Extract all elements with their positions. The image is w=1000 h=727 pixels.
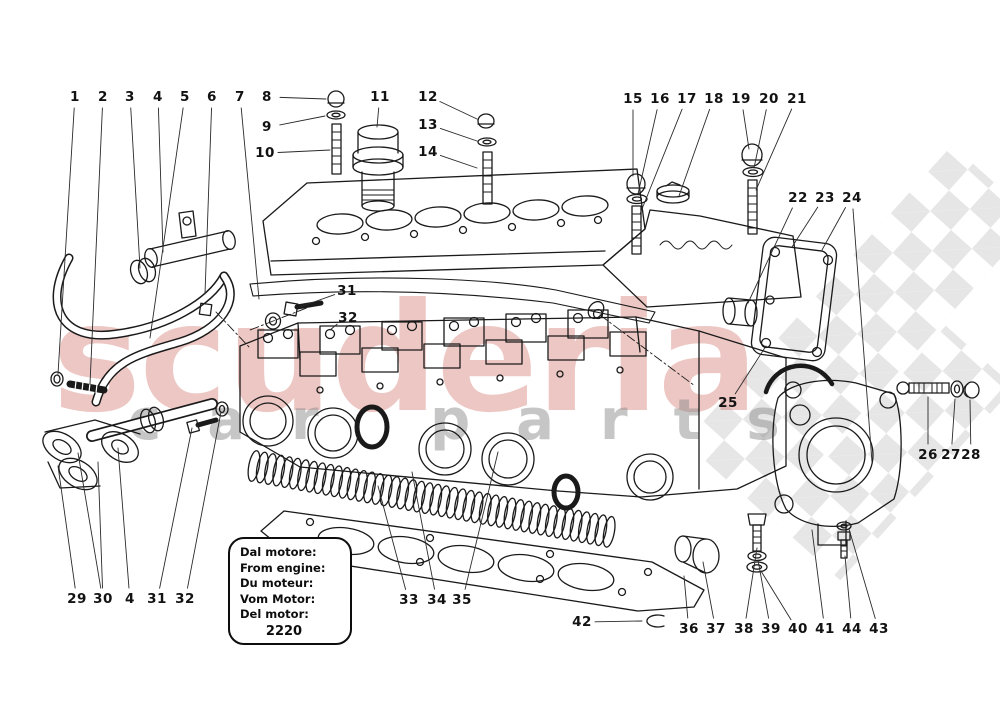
callout-32: 32 <box>338 310 358 326</box>
callout-27: 27 <box>941 447 961 463</box>
callout-17: 17 <box>677 91 697 107</box>
callout-41: 41 <box>815 621 835 637</box>
callout-24: 24 <box>842 190 862 206</box>
callout-20: 20 <box>759 91 779 107</box>
oil-filler-neck <box>353 125 403 211</box>
callout-36: 36 <box>679 621 699 637</box>
callout-40: 40 <box>788 621 808 637</box>
callout-22: 22 <box>788 190 808 206</box>
callout-23: 23 <box>815 190 835 206</box>
callout-16: 16 <box>650 91 670 107</box>
studs-nuts-washers <box>327 91 763 254</box>
engine-number-note: Dal motore: From engine: Du moteur: Vom … <box>228 537 352 645</box>
callout-4: 4 <box>125 591 135 607</box>
callout-29: 29 <box>67 591 87 607</box>
callout-35: 35 <box>452 592 472 608</box>
note-line: From engine: <box>240 560 326 575</box>
note-line: Dal motore: <box>240 545 317 559</box>
note-line: Du moteur: <box>240 576 314 590</box>
callout-33: 33 <box>399 592 419 608</box>
callout-15: 15 <box>623 91 643 107</box>
callout-32: 32 <box>175 591 195 607</box>
head-spring <box>246 450 617 548</box>
watermark-subtext: car parts <box>128 388 826 453</box>
callout-39: 39 <box>761 621 781 637</box>
bottom-fittings <box>647 514 851 627</box>
callout-31: 31 <box>337 283 357 299</box>
callout-28: 28 <box>961 447 981 463</box>
callout-4: 4 <box>153 89 163 105</box>
breather-pipes-and-bracket <box>37 211 321 496</box>
callout-7: 7 <box>235 89 245 105</box>
cam-cover-gasket <box>250 278 655 323</box>
callout-11: 11 <box>370 89 390 105</box>
leader-lines <box>58 97 971 621</box>
callout-44: 44 <box>842 621 862 637</box>
note-line: Del motor: <box>240 607 309 621</box>
callout-9: 9 <box>262 119 272 135</box>
callout-13: 13 <box>418 117 438 133</box>
callout-25: 25 <box>718 395 738 411</box>
callout-2: 2 <box>98 89 108 105</box>
callout-8: 8 <box>262 89 272 105</box>
callout-19: 19 <box>731 91 751 107</box>
cylinder-head <box>240 299 786 508</box>
callout-38: 38 <box>734 621 754 637</box>
centre-lines <box>216 302 695 386</box>
callout-37: 37 <box>706 621 726 637</box>
callout-26: 26 <box>918 447 938 463</box>
callout-3: 3 <box>125 89 135 105</box>
note-line: Vom Motor: <box>240 591 316 606</box>
valve-cover <box>263 169 645 275</box>
callout-21: 21 <box>787 91 807 107</box>
callout-10: 10 <box>255 145 275 161</box>
callout-1: 1 <box>70 89 80 105</box>
callout-5: 5 <box>180 89 190 105</box>
callout-34: 34 <box>427 592 447 608</box>
callout-14: 14 <box>418 144 438 160</box>
right-cover-section <box>603 182 801 307</box>
side-gasket-and-housing <box>723 236 979 545</box>
callout-42: 42 <box>572 614 592 630</box>
callout-12: 12 <box>418 89 438 105</box>
callout-31: 31 <box>147 591 167 607</box>
engine-number-value: 2220 <box>265 623 303 639</box>
callout-18: 18 <box>704 91 724 107</box>
callout-30: 30 <box>93 591 113 607</box>
callout-43: 43 <box>869 621 889 637</box>
callout-6: 6 <box>207 89 217 105</box>
